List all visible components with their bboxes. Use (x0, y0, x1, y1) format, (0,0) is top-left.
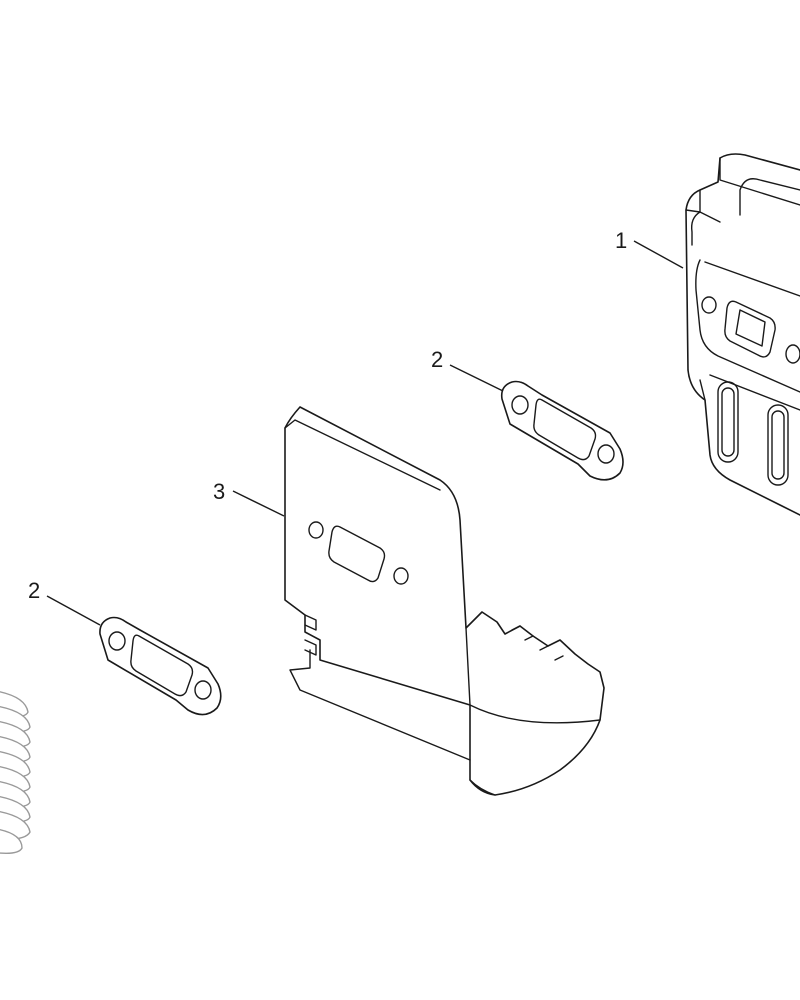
heat-shield[interactable] (284, 406, 605, 796)
cylinder-fins (0, 691, 31, 855)
leader-line-1 (633, 240, 684, 269)
leader-line-2-upper (449, 364, 504, 392)
leader-lines (46, 240, 684, 626)
callout-muffler: 1 (615, 228, 627, 253)
callout-gasket-lower: 2 (28, 578, 40, 603)
leader-line-3 (232, 490, 285, 517)
callout-heat-shield: 3 (213, 479, 225, 504)
leader-line-2-lower (46, 595, 101, 626)
muffler[interactable] (685, 153, 800, 520)
gasket-lower[interactable] (99, 616, 222, 716)
callout-labels: 1 2 3 2 (28, 228, 627, 603)
gasket-upper[interactable] (500, 380, 624, 481)
callout-gasket-upper: 2 (431, 347, 443, 372)
